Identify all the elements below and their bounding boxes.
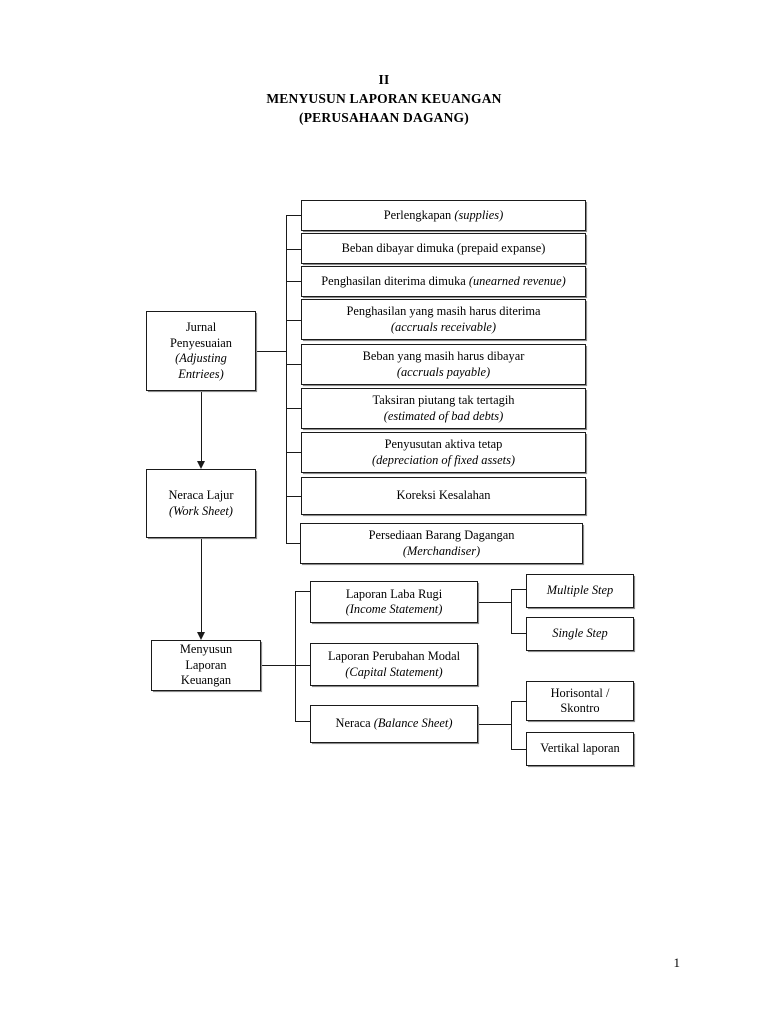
branch-stub-vertikal-laporan (511, 749, 526, 750)
jurnal-line-3: (Adjusting (175, 351, 227, 365)
vertikal-laporan-label: Vertikal laporan (540, 741, 620, 756)
laporan-perubahan-modal-line-1: Laporan Perubahan Modal (327, 649, 461, 663)
branch-stub-penghasilan-masih-harus-diterima (286, 320, 301, 321)
menyusun-line-1: Menyusun (179, 642, 233, 657)
taksiran-piutang-line-1: Taksiran piutang tak tertagih (372, 393, 515, 407)
koreksi-kesalahan-text: Koreksi Kesalahan (396, 488, 491, 503)
node-penghasilan-diterima-dimuka: Penghasilan diterima dimuka (unearned re… (301, 266, 586, 297)
connector-jurnal-to-neraca (201, 391, 202, 461)
perlengkapan-text: Perlengkapan (supplies) (383, 207, 504, 222)
connector-laba-rugi-to-forms-spine (478, 602, 511, 603)
jurnal-line-1: Jurnal (185, 320, 217, 334)
balance-forms-branch-spine (511, 701, 512, 749)
single-step-label: Single Step (552, 626, 608, 641)
title-line-2: MENYUSUN LAPORAN KEUANGAN (266, 91, 502, 106)
node-penyusutan-aktiva-tetap: Penyusutan aktiva tetap (depreciation of… (301, 432, 586, 473)
node-multiple-step: Multiple Step (526, 574, 634, 608)
node-taksiran-piutang-tak-tertagih: Taksiran piutang tak tertagih (estimated… (301, 388, 586, 429)
persediaan-barang-line-2: (Merchandiser) (402, 543, 481, 558)
node-perlengkapan: Perlengkapan (supplies) (301, 200, 586, 231)
node-beban-masih-harus-dibayar: Beban yang masih harus dibayar (accruals… (301, 344, 586, 385)
connector-neraca-to-forms-spine (478, 724, 511, 725)
beban-masih-harus-dibayar-line-1: Beban yang masih harus dibayar (362, 349, 525, 363)
node-neraca: Neraca (Balance Sheet) (310, 705, 478, 743)
menyusun-line-2: Laporan (185, 657, 227, 672)
horisontal-skontro-line-2: Skontro (560, 701, 600, 715)
node-menyusun-laporan-keuangan: Menyusun Laporan Keuangan (151, 640, 261, 691)
taksiran-piutang-line-2: (estimated of bad debts) (383, 408, 504, 423)
laporan-laba-rugi-line-1: Laporan Laba Rugi (345, 586, 443, 601)
branch-stub-penghasilan-diterima-dimuka (286, 281, 301, 282)
reports-branch-spine (295, 591, 296, 721)
node-neraca-lajur: Neraca Lajur (Work Sheet) (146, 469, 256, 538)
penghasilan-masih-harus-diterima-line-2: (accruals receivable) (390, 319, 497, 334)
arrow-jurnal-to-neraca (196, 461, 205, 469)
branch-stub-persediaan-barang (286, 543, 300, 544)
branch-stub-single-step (511, 633, 526, 634)
branch-stub-taksiran-piutang (286, 408, 301, 409)
multiple-step-label: Multiple Step (546, 583, 614, 598)
branch-stub-penyusutan-aktiva-tetap (286, 452, 301, 453)
laporan-perubahan-modal-line-2: (Capital Statement) (345, 664, 443, 679)
horisontal-skontro-line-1: Horisontal / (550, 685, 610, 700)
jurnal-line-4: Entriees) (178, 366, 224, 381)
beban-dibayar-dimuka-text: Beban dibayar dimuka (prepaid expanse) (341, 240, 546, 255)
branch-stub-laporan-laba-rugi (295, 591, 310, 592)
branch-stub-perlengkapan (286, 215, 301, 216)
node-single-step: Single Step (526, 617, 634, 651)
title-line-3: (PERUSAHAAN DAGANG) (299, 110, 469, 125)
node-vertikal-laporan: Vertikal laporan (526, 732, 634, 766)
menyusun-line-3: Keuangan (180, 673, 232, 688)
neraca-lajur-line-2: (Work Sheet) (169, 503, 233, 518)
branch-stub-neraca (295, 721, 310, 722)
branch-stub-beban-dibayar-dimuka (286, 249, 301, 250)
income-forms-branch-spine (511, 589, 512, 633)
penyusutan-aktiva-tetap-line-1: Penyusutan aktiva tetap (384, 437, 503, 451)
penghasilan-diterima-dimuka-text: Penghasilan diterima dimuka (unearned re… (321, 273, 566, 288)
neraca-text: Neraca (Balance Sheet) (335, 716, 453, 731)
neraca-lajur-line-1: Neraca Lajur (168, 488, 234, 502)
node-laporan-perubahan-modal: Laporan Perubahan Modal (Capital Stateme… (310, 643, 478, 686)
jurnal-line-2: Penyesuaian (170, 335, 232, 350)
penyusutan-aktiva-tetap-line-2: (depreciation of fixed assets) (371, 452, 516, 467)
node-persediaan-barang-dagangan: Persediaan Barang Dagangan (Merchandiser… (300, 523, 583, 564)
branch-stub-beban-masih-harus-dibayar (286, 364, 301, 365)
node-horisontal-skontro: Horisontal / Skontro (526, 681, 634, 721)
title-line-1: II (378, 72, 390, 87)
branch-stub-horisontal-skontro (511, 701, 526, 702)
connector-jurnal-to-spine (256, 351, 286, 352)
node-jurnal-penyesuaian: Jurnal Penyesuaian (Adjusting Entriees) (146, 311, 256, 391)
node-beban-dibayar-dimuka: Beban dibayar dimuka (prepaid expanse) (301, 233, 586, 264)
node-laporan-laba-rugi: Laporan Laba Rugi (Income Statement) (310, 581, 478, 623)
penghasilan-masih-harus-diterima-line-1: Penghasilan yang masih harus diterima (346, 304, 541, 318)
persediaan-barang-line-1: Persediaan Barang Dagangan (368, 528, 515, 542)
beban-masih-harus-dibayar-line-2: (accruals payable) (396, 364, 491, 379)
laporan-laba-rugi-line-2: (Income Statement) (345, 602, 443, 616)
arrow-neraca-to-menyusun (196, 632, 205, 640)
connector-menyusun-to-reports-spine (261, 665, 295, 666)
page-number: 1 (673, 955, 681, 970)
node-penghasilan-masih-harus-diterima: Penghasilan yang masih harus diterima (a… (301, 299, 586, 340)
adjusting-branch-spine (286, 215, 287, 544)
branch-stub-koreksi-kesalahan (286, 496, 301, 497)
node-koreksi-kesalahan: Koreksi Kesalahan (301, 477, 586, 515)
page-title: II MENYUSUN LAPORAN KEUANGAN (PERUSAHAAN… (0, 70, 768, 127)
branch-stub-multiple-step (511, 589, 526, 590)
connector-neraca-to-menyusun (201, 538, 202, 632)
branch-stub-laporan-perubahan-modal (295, 665, 310, 666)
